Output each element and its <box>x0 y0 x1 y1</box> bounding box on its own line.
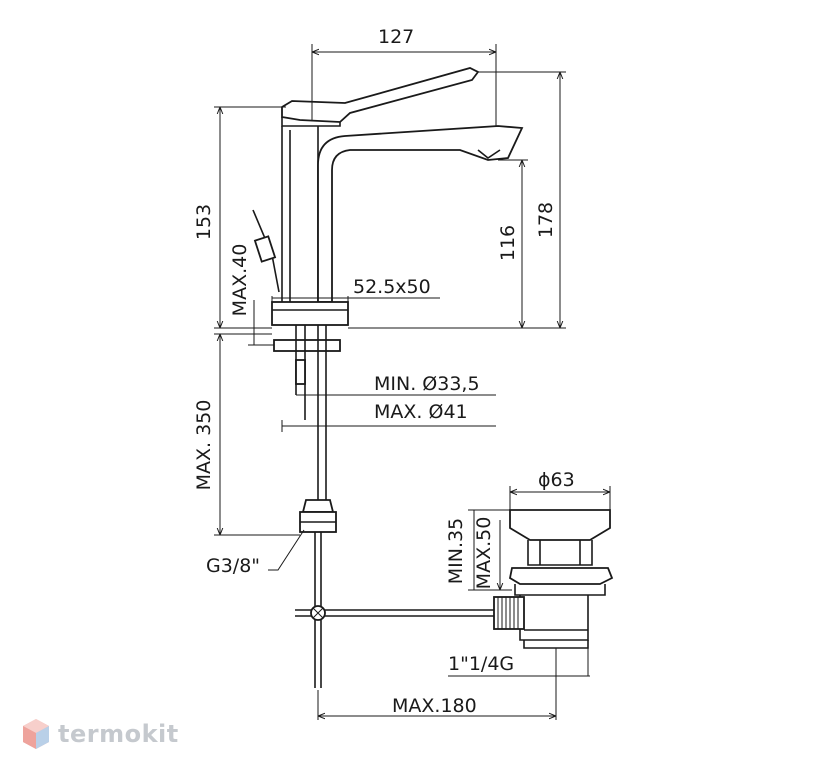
faucet-body <box>252 67 524 688</box>
dim-hose-max: MAX. 350 <box>193 400 215 491</box>
dim-total-height: 178 <box>535 202 557 238</box>
watermark-text: termokit <box>58 720 179 748</box>
dim-rod-max: MAX.180 <box>392 695 477 717</box>
dim-spout-reach: 127 <box>378 26 414 48</box>
termokit-cube-icon <box>23 719 49 749</box>
dim-drain-max: MAX.50 <box>473 517 495 590</box>
fixing-nut <box>273 339 341 352</box>
dim-base-size: 52.5x50 <box>353 276 431 298</box>
drain-cap <box>509 509 611 541</box>
dim-drain-min: MIN.35 <box>445 518 467 584</box>
drain-side-connector <box>493 596 525 630</box>
lever-handle <box>281 67 480 123</box>
dimension-lines <box>214 44 611 720</box>
dim-spout-height: 116 <box>497 225 519 261</box>
drain-waste <box>493 509 614 649</box>
dimension-labels: 127 178 116 153 52.5x50 MAX.40 MIN. Ø33,… <box>193 26 575 717</box>
spout <box>317 125 524 303</box>
dim-hole-max: MAX. Ø41 <box>374 401 468 423</box>
dim-deck-max: MAX.40 <box>229 244 251 317</box>
watermark: termokit <box>22 718 179 750</box>
dim-body-height: 153 <box>193 204 215 240</box>
dim-drain-diameter: ϕ63 <box>538 469 575 491</box>
dim-hose-thread: G3/8" <box>206 555 260 577</box>
hose-connector <box>301 499 335 513</box>
faucet-base <box>271 301 349 326</box>
dim-hole-min: MIN. Ø33,5 <box>374 373 480 395</box>
dim-drain-thread: 1"1/4G <box>448 653 514 675</box>
